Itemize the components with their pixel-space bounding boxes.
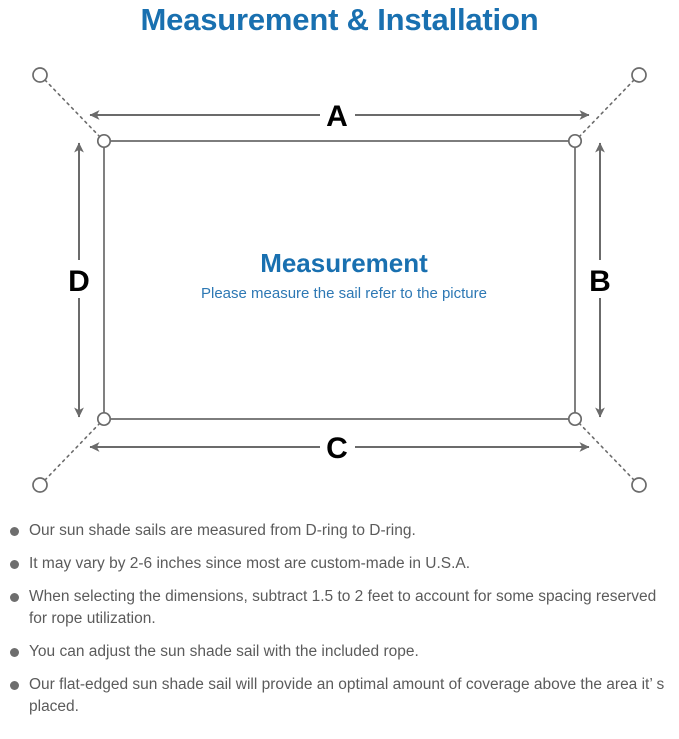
note-text: Our flat-edged sun shade sail will provi…	[29, 676, 665, 715]
notes-list: Our sun shade sails are measured from D-…	[0, 520, 679, 729]
bullet-icon	[10, 527, 19, 536]
note-text: Our sun shade sails are measured from D-…	[29, 522, 416, 539]
bullet-icon	[10, 681, 19, 690]
anchor-bottom-right-icon	[631, 477, 647, 493]
rope-line-bottom-right	[577, 421, 635, 481]
d-rings	[96, 133, 583, 427]
list-item: Our flat-edged sun shade sail will provi…	[0, 674, 679, 718]
label-d: D	[68, 265, 90, 298]
rope-line-top-left	[44, 79, 102, 139]
list-item: It may vary by 2-6 inches since most are…	[0, 553, 679, 575]
note-text: It may vary by 2-6 inches since most are…	[29, 555, 471, 572]
anchor-top-left-icon	[32, 67, 48, 83]
list-item: Our sun shade sails are measured from D-…	[0, 520, 679, 542]
anchor-top-right-icon	[631, 67, 647, 83]
rope-lines	[44, 79, 635, 481]
rope-line-top-right	[577, 79, 635, 139]
list-item: When selecting the dimensions, subtract …	[0, 586, 679, 630]
anchor-rings	[32, 67, 647, 493]
list-item: You can adjust the sun shade sail with t…	[0, 641, 679, 663]
note-text: When selecting the dimensions, subtract …	[29, 588, 657, 627]
sail-body	[103, 140, 576, 420]
note-text: You can adjust the sun shade sail with t…	[29, 643, 419, 660]
shade-sail-measurement-diagram: A C D B Measurement Please measure the s…	[32, 67, 647, 493]
d-ring-bottom-right-icon	[567, 411, 583, 427]
page-title: Measurement & Installation	[140, 2, 539, 37]
label-c: C	[326, 432, 348, 465]
bullet-icon	[10, 593, 19, 602]
label-b: B	[589, 265, 611, 298]
anchor-bottom-left-icon	[32, 477, 48, 493]
bullet-icon	[10, 560, 19, 569]
diagram-center-heading: Measurement	[260, 248, 428, 278]
bullet-icon	[10, 648, 19, 657]
d-ring-top-right-icon	[567, 133, 583, 149]
rope-line-bottom-left	[44, 421, 102, 481]
d-ring-bottom-left-icon	[96, 411, 112, 427]
diagram-center-subheading: Please measure the sail refer to the pic…	[201, 285, 487, 302]
d-ring-top-left-icon	[96, 133, 112, 149]
label-a: A	[326, 100, 348, 133]
